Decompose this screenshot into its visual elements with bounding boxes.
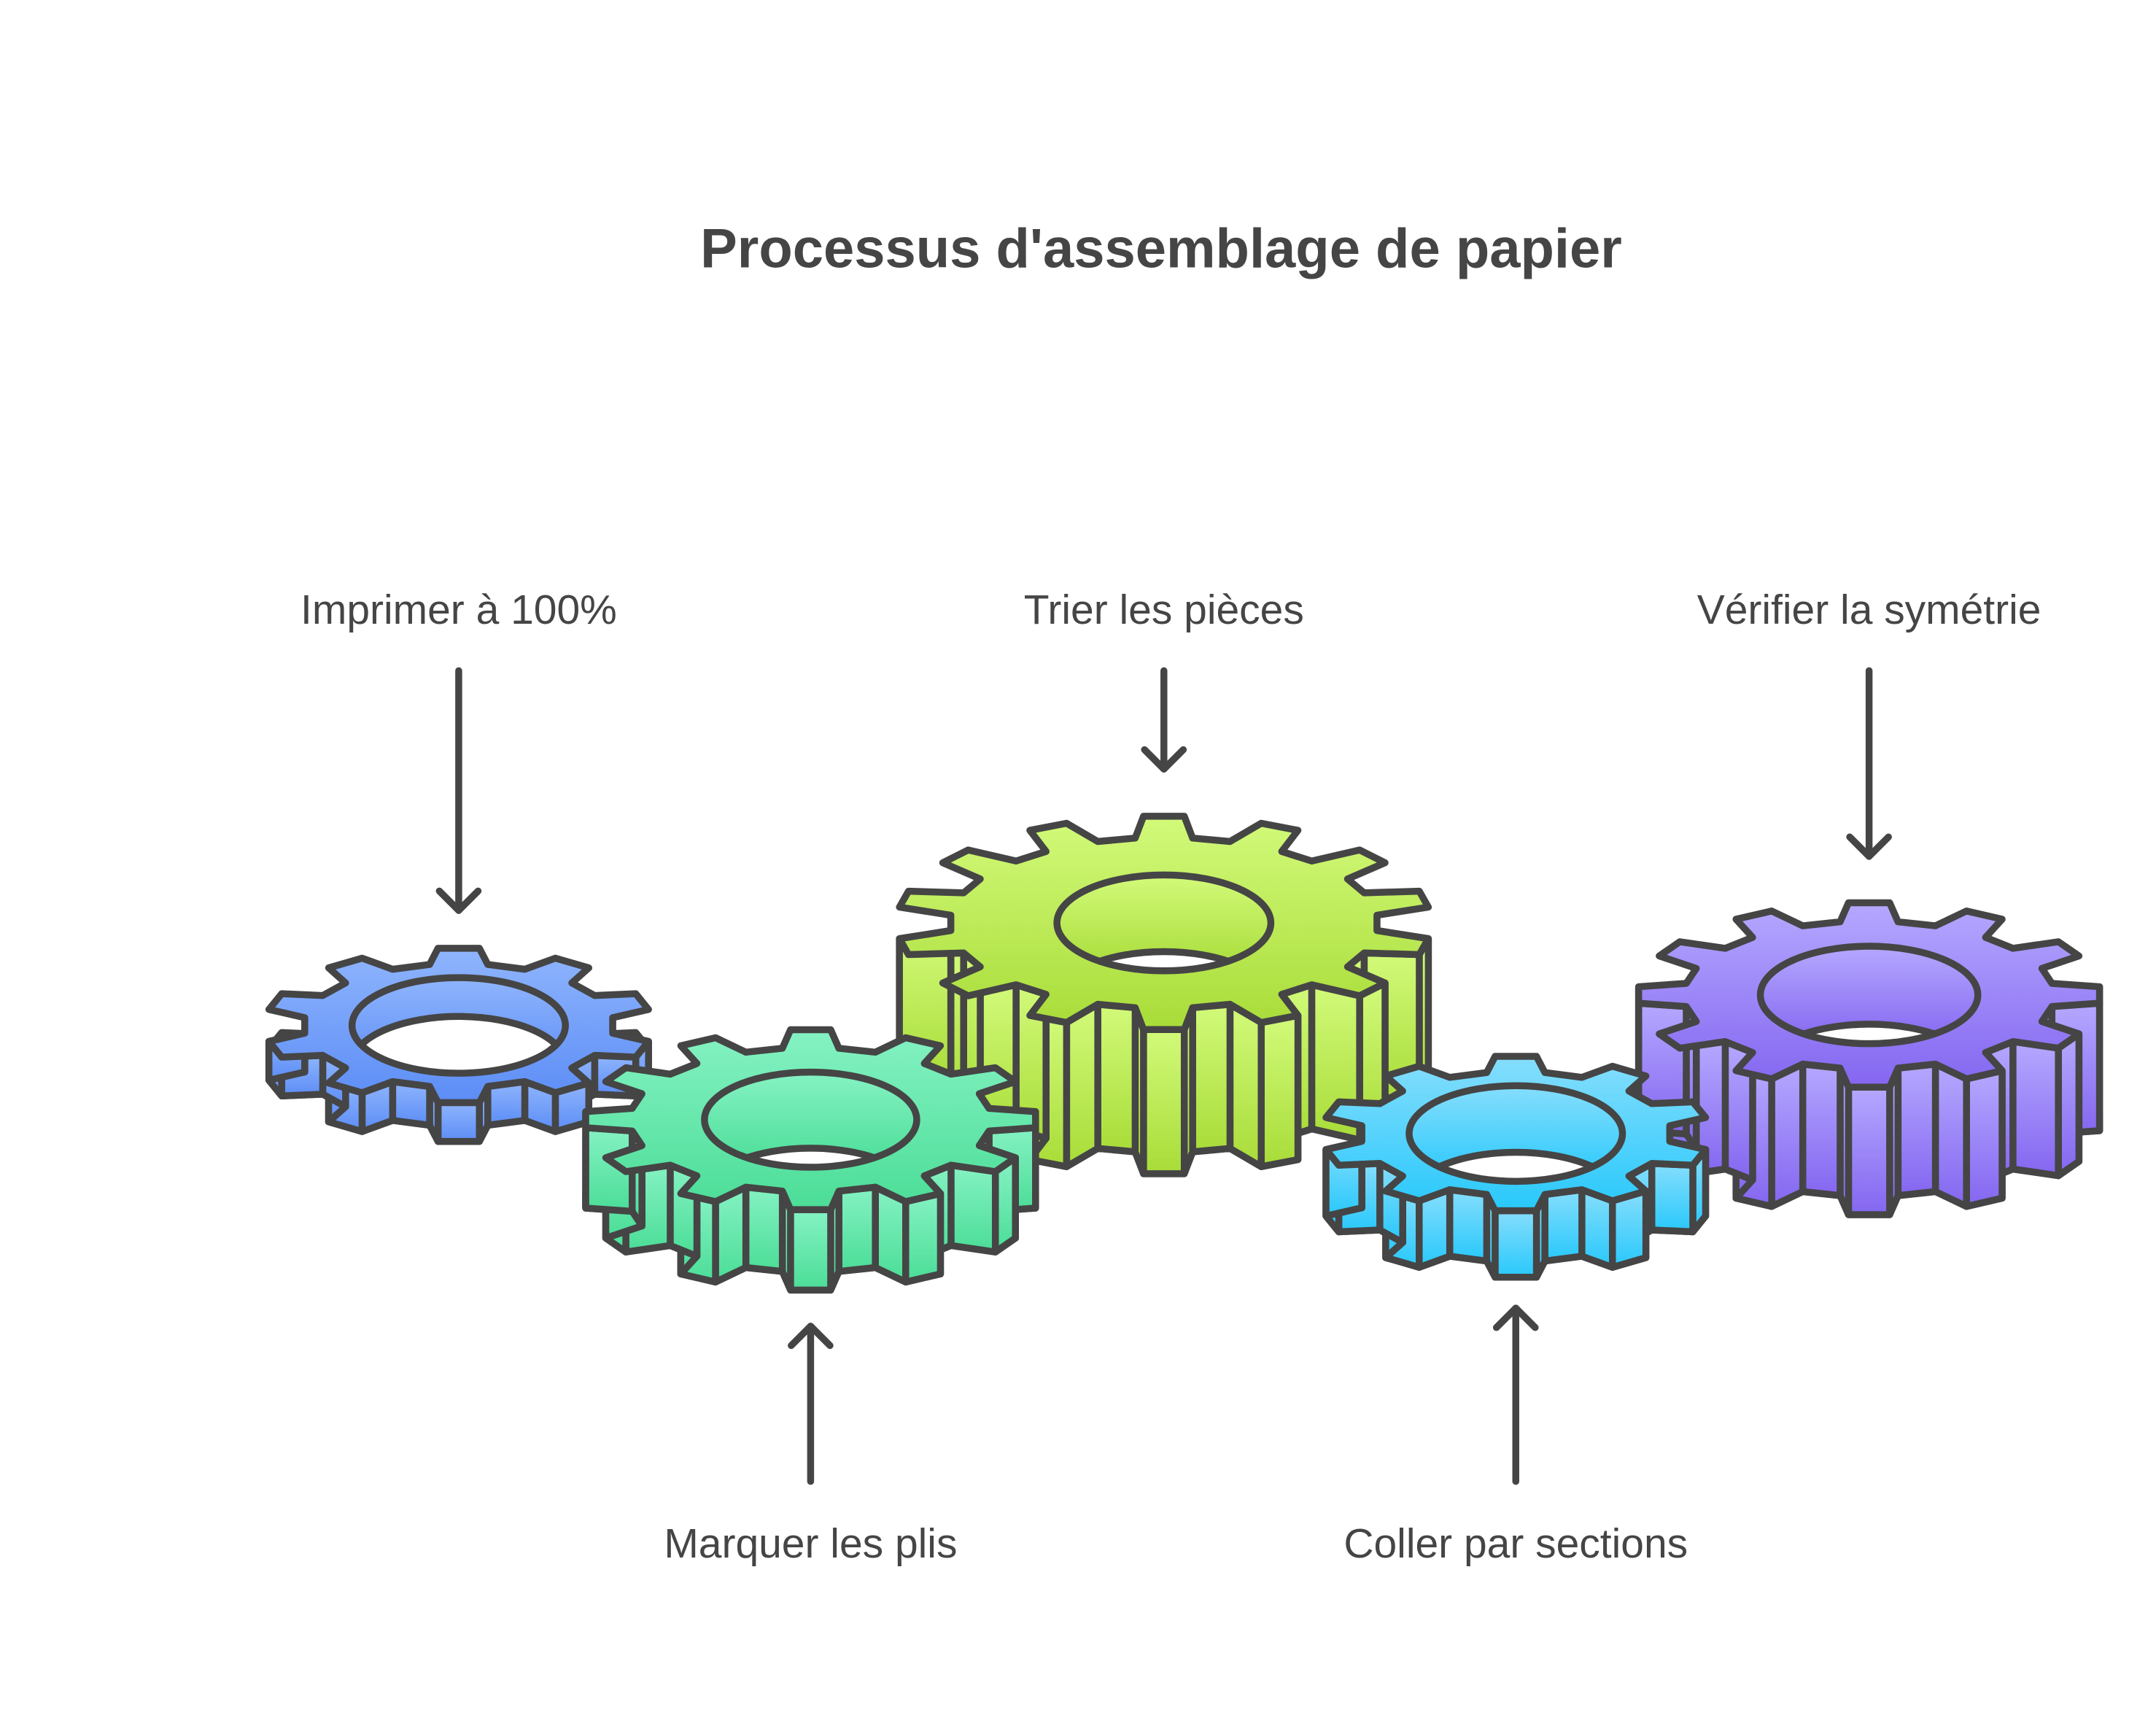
gear-face [947,1161,999,1256]
gear-coller-par-sections [1322,1053,1710,1281]
step-label-marquer: Marquer les plis [664,1520,957,1567]
gear-face [787,1206,834,1294]
gear-imprimer [265,945,652,1145]
gear-face [902,1190,945,1286]
gear-face [1189,1000,1234,1156]
gear-face [1894,1060,1939,1199]
gear-hole-opening-marquer [704,1145,917,1168]
gear-hole-rim-marquer [701,1068,920,1171]
gear-hole-rim-verifier [1756,943,1982,1048]
gear-hole-opening-trier [1057,948,1271,971]
gear-face [1799,1060,1844,1199]
gear-face [1541,1186,1586,1265]
gear-face [2009,1037,2062,1180]
gear-face [1648,1160,1697,1236]
gear-face [1063,1000,1101,1170]
gear-marquer-les-plis [582,1026,1039,1294]
gear-hole-opening-imprimer [352,1013,566,1074]
step-label-verifier: Vérifier la symétrie [1697,587,2041,633]
gear-face [1931,1060,1970,1210]
gear-face [1845,1083,1893,1218]
gear-hole-rim-coller [1405,1082,1626,1185]
gear-face [1257,1012,1302,1170]
diagram-title: Processus d'assemblage de papier [700,218,1622,280]
gear-face [1140,1026,1188,1177]
step-label-imprimer: Imprimer à 100% [300,587,617,633]
gear-side-faces-marquer [582,1108,1039,1294]
gear-hole-opening-verifier [1760,1021,1978,1044]
gear-hole-rim-trier [1053,871,1275,975]
gear-hole-wall-marquer [704,1072,917,1168]
gear-hole-wall-trier [1057,875,1271,971]
gear-face [1963,1067,2006,1210]
gear-hole-rim-imprimer [348,974,569,1077]
gear-face [1226,1000,1265,1170]
arrow-verifier [1846,667,1892,860]
gear-face [835,1183,879,1275]
gear-face [1768,1060,1807,1210]
gear-face [742,1183,786,1275]
step-label-trier: Trier les pièces [1024,587,1304,633]
gear-face [434,1099,484,1145]
arrow-imprimer [435,667,482,914]
gear-hole-wall-verifier [1760,946,1978,1044]
arrow-trier [1141,667,1187,773]
arrow-coller [1492,1304,1539,1485]
gear-face [1492,1207,1540,1281]
step-label-coller: Coller par sections [1343,1520,1688,1567]
gear-face [1446,1186,1491,1265]
gear-face [1094,1000,1139,1156]
arrow-marquer [788,1323,834,1485]
